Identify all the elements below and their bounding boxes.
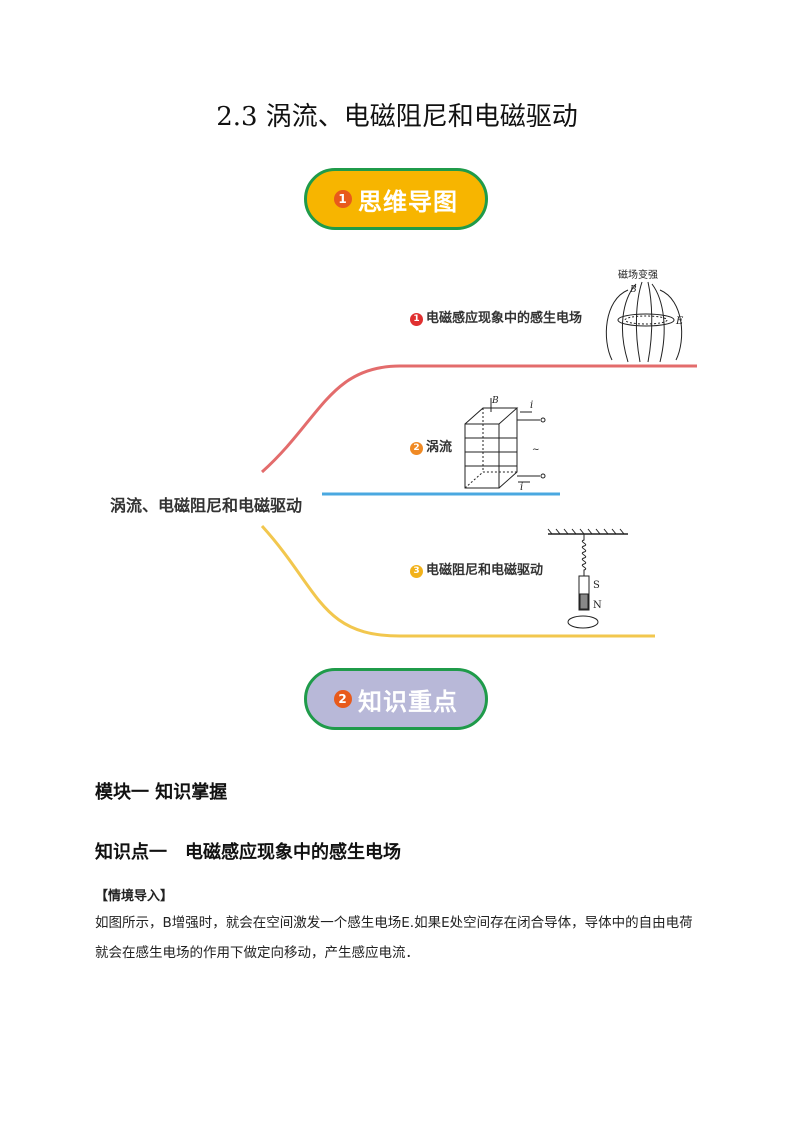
figure2-tilde: ~ bbox=[532, 445, 540, 455]
section-pill-mindmap: 1 思维导图 bbox=[304, 168, 488, 230]
figure1-caption: 磁场变强 bbox=[618, 268, 658, 281]
figure-induced-field bbox=[605, 281, 683, 363]
branch-number-badge: 2 bbox=[410, 441, 423, 455]
figure3-s-label: S bbox=[593, 580, 600, 591]
figure2-i-top: i bbox=[530, 400, 533, 411]
figure1-e-label: E bbox=[675, 316, 684, 327]
section-pill-label: 知识重点 bbox=[358, 687, 458, 716]
figure1-b-label: B bbox=[629, 285, 637, 295]
module-heading: 模块一 知识掌握 bbox=[95, 782, 228, 803]
figure2-i-bottom: i bbox=[520, 482, 523, 493]
branch-text: 电磁阻尼和电磁驱动 bbox=[426, 563, 544, 578]
section-number-badge: 1 bbox=[334, 190, 352, 208]
figure-eddy-core bbox=[464, 398, 546, 489]
section-number-badge: 2 bbox=[334, 690, 352, 708]
section-pill-key-points: 2 知识重点 bbox=[304, 668, 488, 730]
mindmap-center: 涡流、电磁阻尼和电磁驱动 bbox=[110, 496, 303, 515]
branch-number-badge: 1 bbox=[410, 312, 423, 326]
section-pill-label: 思维导图 bbox=[358, 187, 458, 216]
page-title: 2.3 涡流、电磁阻尼和电磁驱动 bbox=[216, 102, 578, 132]
figure3-n-label: N bbox=[593, 600, 602, 611]
intro-tag: 【情境导入】 bbox=[95, 889, 174, 904]
branch-text: 电磁感应现象中的感生电场 bbox=[426, 311, 583, 326]
intro-paragraph: 如图所示，B增强时，就会在空间激发一个感生电场E.如果E处空间存在闭合导体，导体… bbox=[95, 915, 693, 961]
knowledge-point-heading: 知识点一 电磁感应现象中的感生电场 bbox=[95, 842, 401, 863]
figure-magnet-spring bbox=[547, 528, 628, 629]
figure2-b-label: B bbox=[491, 396, 499, 406]
branch-number-badge: 3 bbox=[410, 564, 423, 578]
branch-line-3 bbox=[260, 524, 655, 638]
branch-text: 涡流 bbox=[426, 440, 453, 455]
branch-line-1 bbox=[260, 364, 697, 474]
